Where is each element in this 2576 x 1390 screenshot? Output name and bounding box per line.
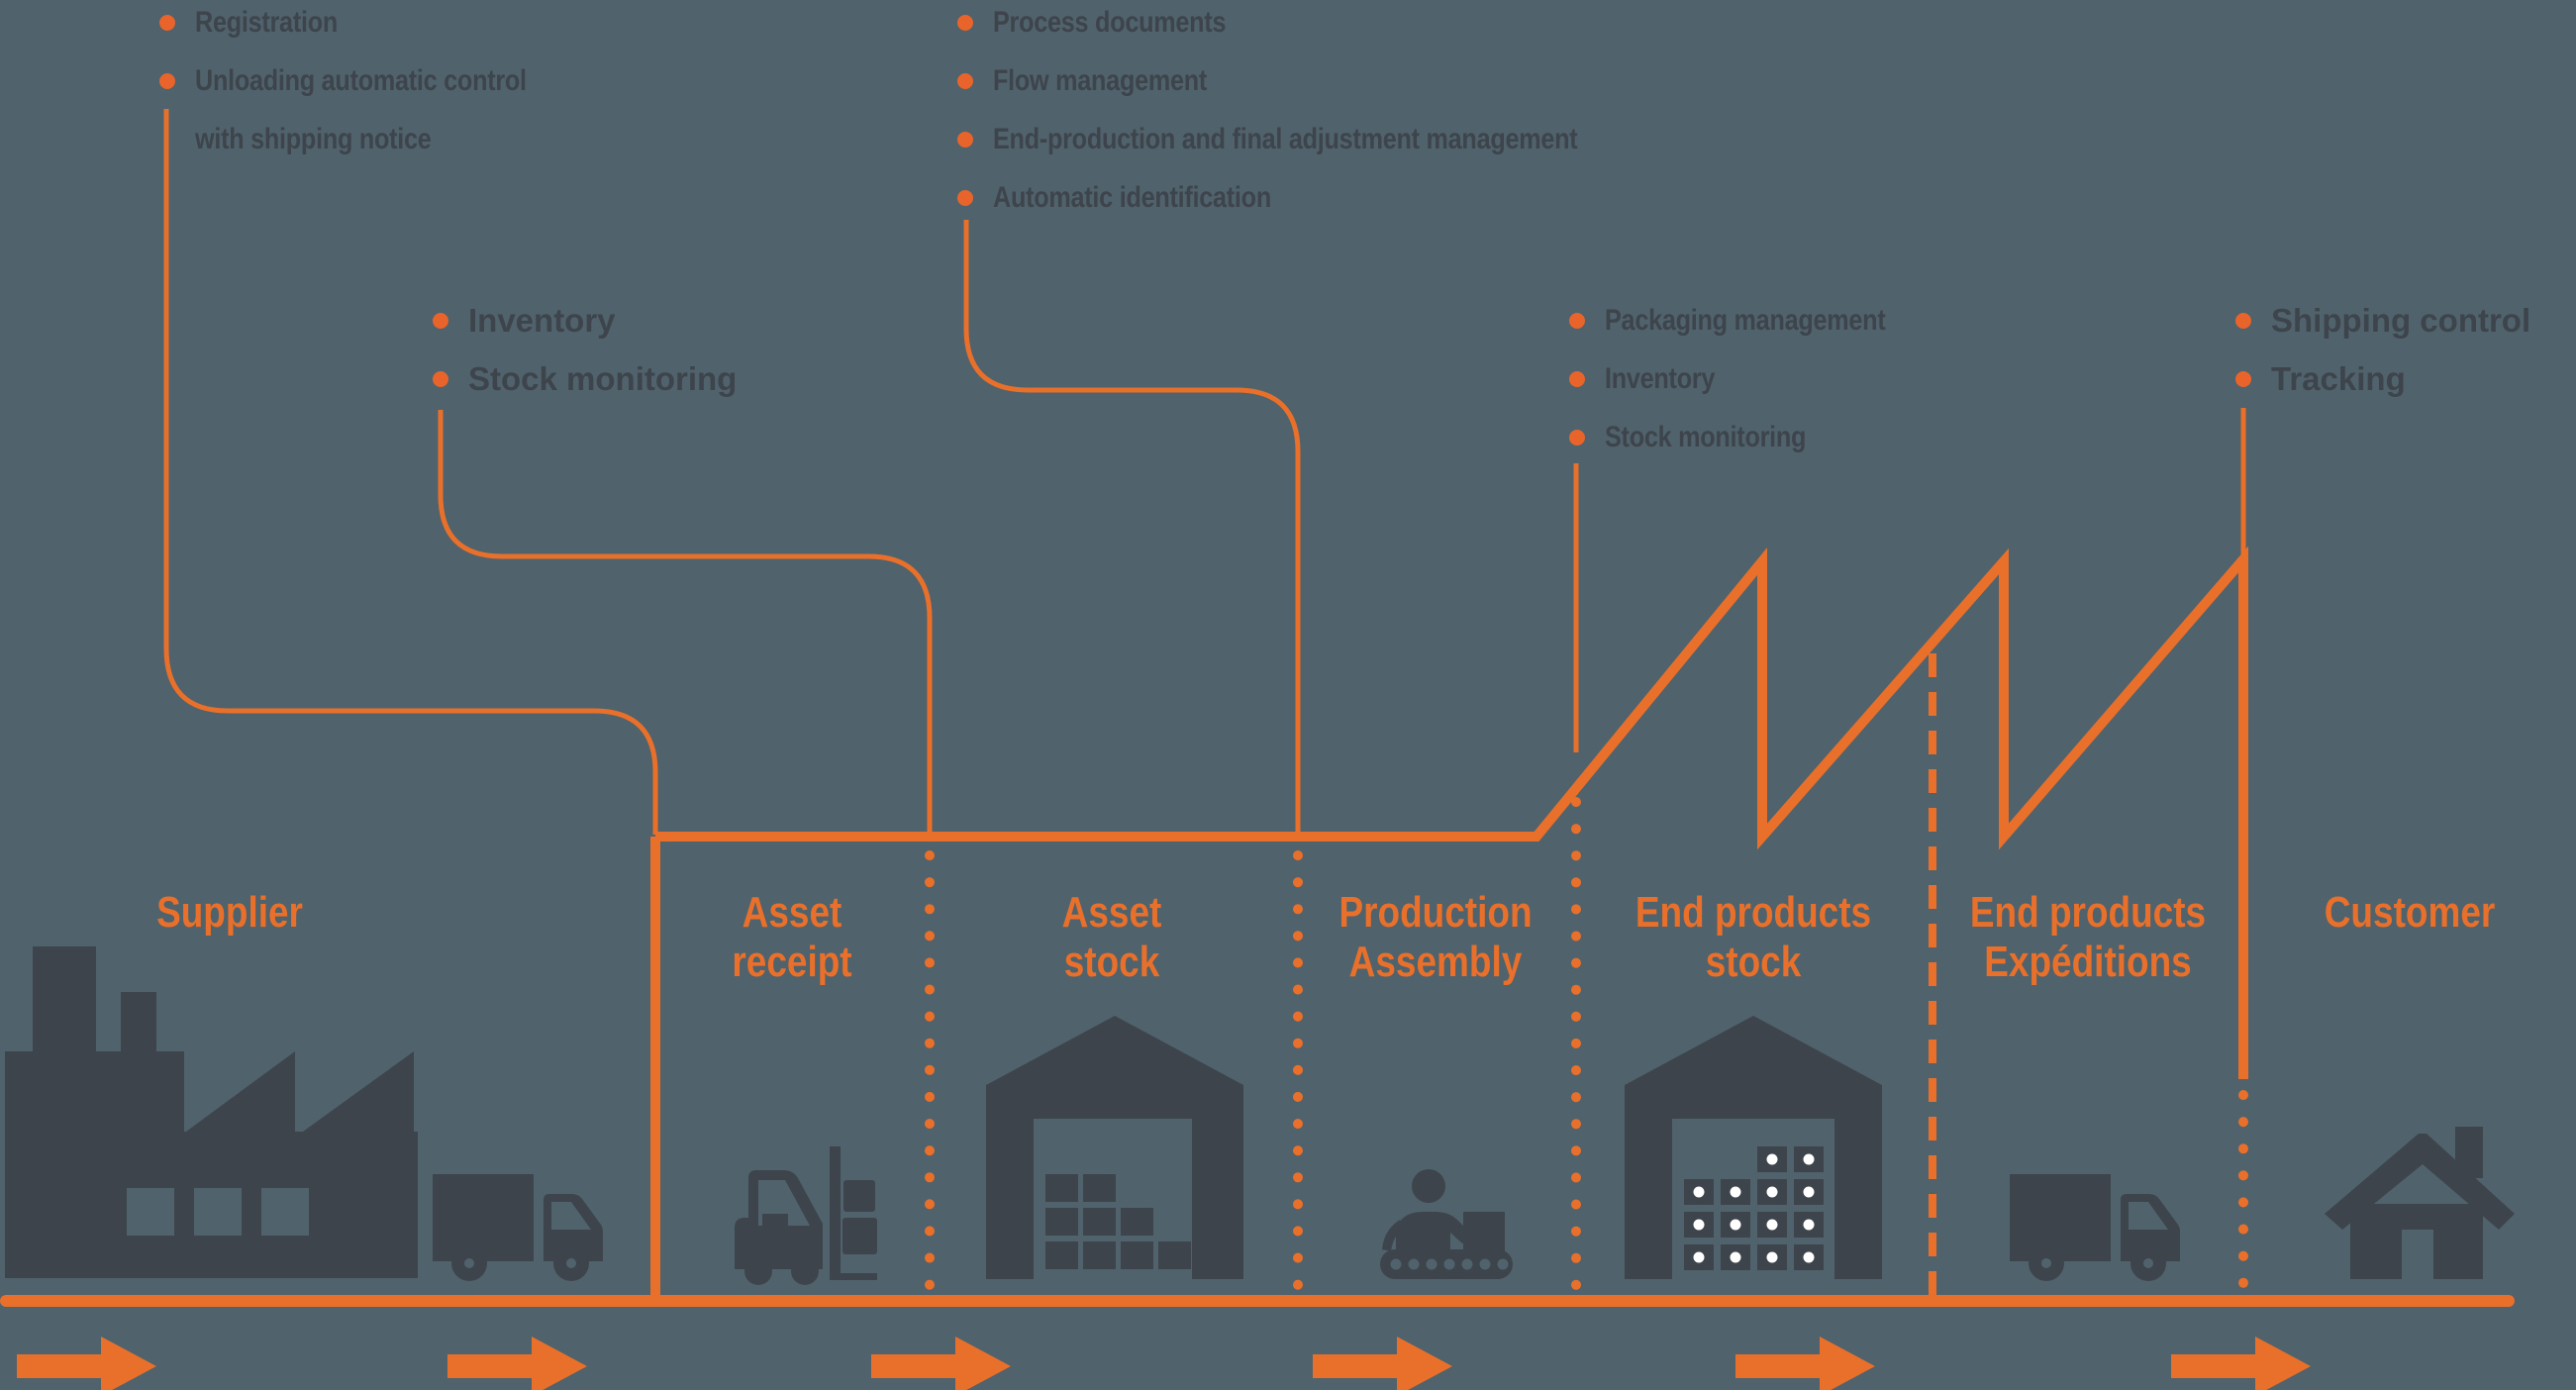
factory-icon bbox=[5, 946, 418, 1278]
list-item: with shipping notice bbox=[159, 110, 590, 168]
stage-label-production-assembly: Production Assembly bbox=[1267, 888, 1604, 987]
stage-label-line: Asset bbox=[742, 888, 842, 937]
flow-arrow-icon bbox=[2171, 1337, 2311, 1390]
stage-label-line: Expéditions bbox=[1984, 938, 2192, 986]
shipping-annotations: Shipping control Tracking bbox=[2235, 291, 2530, 408]
list-item: Flow management bbox=[957, 51, 1689, 110]
bullet-icon bbox=[2235, 370, 2251, 387]
annotation-text: Process documents bbox=[993, 5, 1227, 39]
list-item: Unloading automatic control bbox=[159, 51, 590, 110]
bullet-icon bbox=[1569, 312, 1585, 329]
list-item: End-production and final adjustment mana… bbox=[957, 110, 1689, 168]
worker-conveyor-icon bbox=[1380, 1169, 1513, 1279]
list-item: Process documents bbox=[957, 0, 1689, 51]
list-item: Inventory bbox=[433, 291, 737, 349]
stage-label-asset-receipt: Asset receipt bbox=[624, 888, 960, 987]
annotation-text: Shipping control bbox=[2271, 301, 2531, 339]
annotation-text: Flow management bbox=[993, 63, 1208, 97]
list-item: Tracking bbox=[2235, 349, 2530, 408]
annotation-text: Inventory bbox=[468, 301, 616, 339]
bullet-icon bbox=[159, 14, 175, 31]
flow-arrows bbox=[17, 1337, 2311, 1390]
warehouse-icon bbox=[986, 1016, 1243, 1279]
list-item: Stock monitoring bbox=[433, 349, 737, 408]
bullet-icon bbox=[957, 14, 973, 31]
process-path bbox=[655, 546, 2248, 1079]
annotation-text: Inventory bbox=[1605, 361, 1716, 395]
stage-label-line: End products bbox=[1969, 888, 2207, 937]
stage-label-line: receipt bbox=[732, 938, 852, 986]
stage-label-line: stock bbox=[1063, 938, 1160, 986]
asset-stock-annotations: Inventory Stock monitoring bbox=[433, 291, 737, 408]
end-products-stock-annotations: Packaging management Inventory Stock mon… bbox=[1569, 291, 1938, 466]
delivery-truck-icon bbox=[2010, 1174, 2180, 1281]
bullet-icon bbox=[957, 131, 973, 148]
stage-label-line: Supplier bbox=[156, 888, 303, 937]
bullet-icon bbox=[957, 72, 973, 89]
annotation-text: Registration bbox=[195, 5, 338, 39]
flow-lines bbox=[0, 109, 2515, 1307]
annotation-text: Packaging management bbox=[1605, 303, 1886, 337]
annotation-text: Tracking bbox=[2271, 359, 2406, 397]
stage-label-line: Production bbox=[1338, 888, 1533, 937]
asset-receipt-annotations: Registration Unloading automatic control… bbox=[159, 0, 590, 168]
annotation-text: Automatic identification bbox=[993, 180, 1271, 214]
bullet-icon bbox=[2235, 312, 2251, 329]
annotation-text: Unloading automatic control bbox=[195, 63, 527, 97]
annotation-text: End-production and final adjustment mana… bbox=[993, 122, 1578, 155]
bullet-icon bbox=[957, 189, 973, 206]
bullet-icon bbox=[433, 370, 448, 387]
connector-asset-stock-line bbox=[438, 410, 933, 835]
house-icon bbox=[2325, 1127, 2515, 1279]
stage-label-customer: Customer bbox=[2241, 888, 2576, 938]
connector-production-line bbox=[963, 220, 1301, 835]
annotation-text: Stock monitoring bbox=[468, 359, 738, 397]
production-assembly-annotations: Process documents Flow management End-pr… bbox=[957, 0, 1689, 227]
warehouse-boxes-icon bbox=[1625, 1016, 1882, 1279]
list-item: Automatic identification bbox=[957, 168, 1689, 227]
list-item: Packaging management bbox=[1569, 291, 1938, 349]
stage-label-line: stock bbox=[1705, 938, 1802, 986]
stage-label-line: Asset bbox=[1061, 888, 1162, 937]
bullet-icon bbox=[159, 72, 175, 89]
flow-arrow-icon bbox=[17, 1337, 156, 1390]
annotation-text: with shipping notice bbox=[195, 122, 432, 155]
list-item: Registration bbox=[159, 0, 590, 51]
truck-icon bbox=[433, 1174, 603, 1281]
bullet-icon bbox=[1569, 370, 1585, 387]
stage-label-end-products-stock: End products stock bbox=[1585, 888, 1922, 987]
flow-arrow-icon bbox=[871, 1337, 1011, 1390]
forklift-icon bbox=[735, 1146, 877, 1285]
bullet-icon bbox=[1569, 429, 1585, 446]
flow-arrow-icon bbox=[447, 1337, 587, 1390]
bullet-icon bbox=[433, 312, 448, 329]
stage-label-line: Assembly bbox=[1348, 938, 1523, 986]
list-item: Stock monitoring bbox=[1569, 408, 1938, 466]
annotation-text: Stock monitoring bbox=[1605, 420, 1807, 453]
stage-label-line: Customer bbox=[2324, 888, 2496, 937]
stage-label-end-products-expeditions: End products Expéditions bbox=[1920, 888, 2256, 987]
list-item: Inventory bbox=[1569, 349, 1938, 408]
list-item: Shipping control bbox=[2235, 291, 2530, 349]
flow-arrow-icon bbox=[1735, 1337, 1875, 1390]
stage-label-line: End products bbox=[1635, 888, 1872, 937]
connector-receipt-line bbox=[163, 109, 658, 835]
flow-arrow-icon bbox=[1313, 1337, 1452, 1390]
stage-label-supplier: Supplier bbox=[61, 888, 398, 938]
stage-label-asset-stock: Asset stock bbox=[943, 888, 1280, 987]
